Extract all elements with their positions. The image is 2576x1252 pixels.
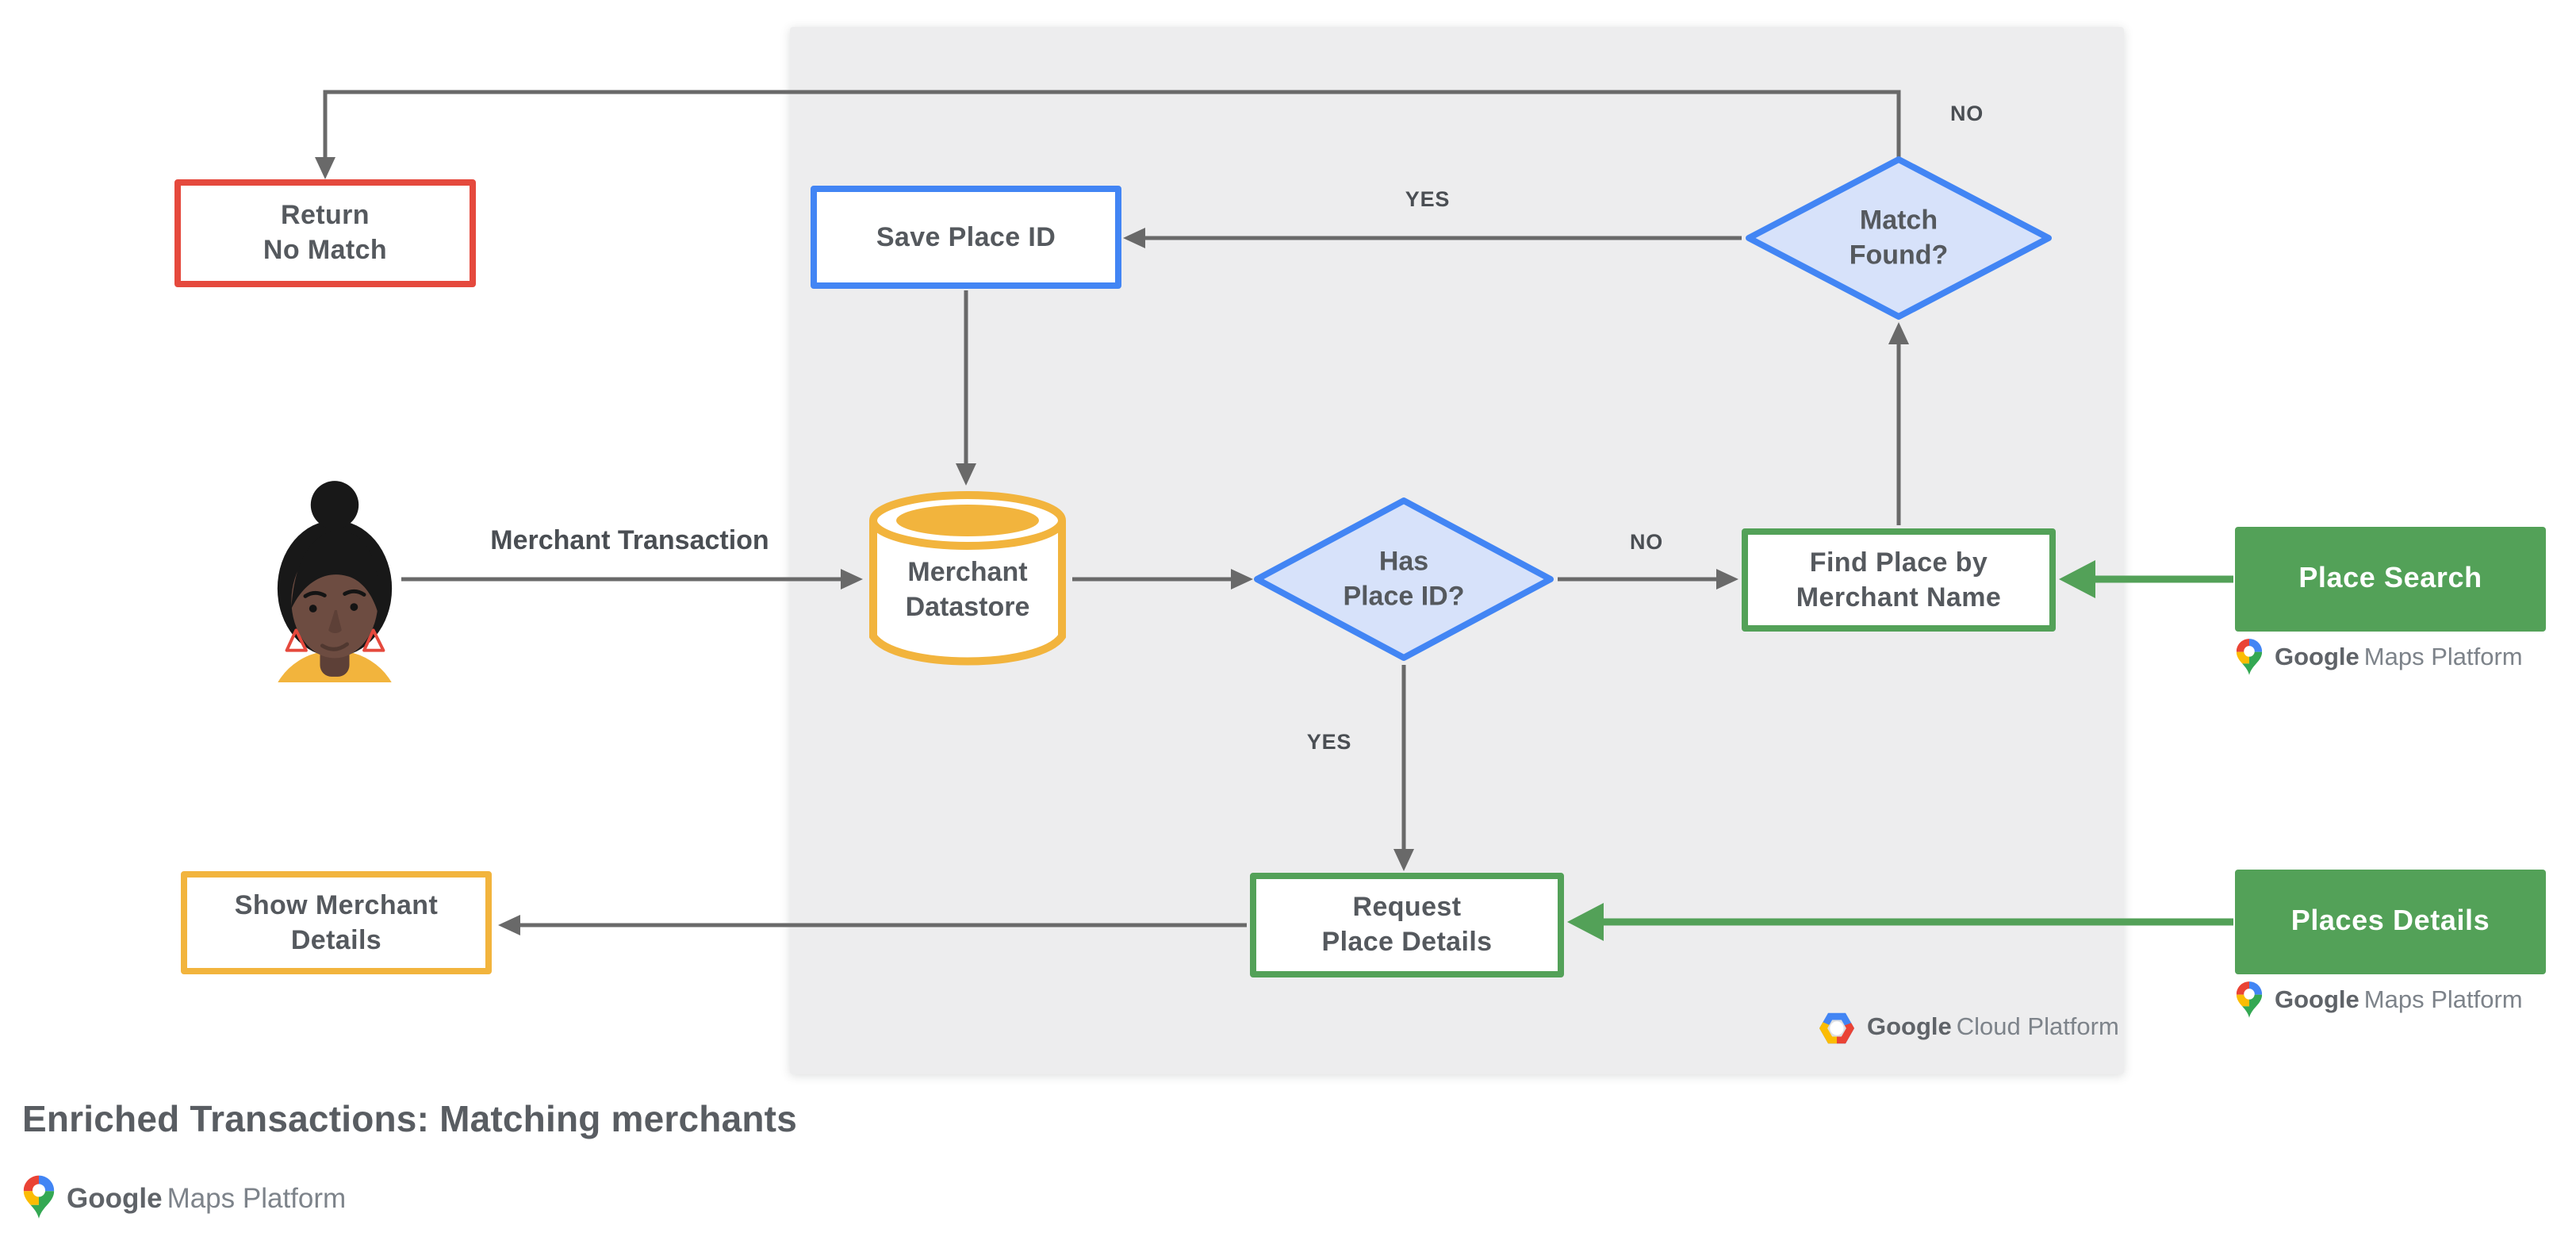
maps-platform-wordmark: Maps Platform xyxy=(2363,986,2523,1013)
api-place-search-label: Place Search xyxy=(2298,562,2482,594)
cloud-hexagon-icon xyxy=(1819,1012,1854,1044)
google-wordmark: Google xyxy=(2275,643,2359,670)
api-places-details-label: Places Details xyxy=(2290,904,2490,937)
node-merchant-datastore: Merchant Datastore xyxy=(866,486,1069,673)
node-return-no-match: Return No Match xyxy=(174,179,476,287)
node-show-merchant-details-label: Show Merchant Details xyxy=(234,889,439,955)
node-request-place-details: Request Place Details xyxy=(1250,873,1564,977)
edge-label-has-place-id-yes: YES xyxy=(1306,730,1352,754)
cloud-platform-wordmark: Cloud Platform xyxy=(1956,1014,2119,1041)
node-has-place-id: Has Place ID? xyxy=(1253,497,1554,662)
node-save-place-id-label: Save Place ID xyxy=(876,221,1056,252)
node-find-place-label: Find Place by Merchant Name xyxy=(1796,547,2002,613)
google-wordmark: Google xyxy=(67,1181,163,1213)
diamond-shape xyxy=(1254,497,1554,661)
edge-label-merchant-transaction: Merchant Transaction xyxy=(490,525,769,555)
google-wordmark: Google xyxy=(1867,1014,1952,1041)
maps-platform-wordmark: Maps Platform xyxy=(2363,643,2523,670)
maps-platform-wordmark: Maps Platform xyxy=(167,1181,347,1213)
node-match-found: Match Found? xyxy=(1745,156,2053,321)
google-wordmark: Google xyxy=(2275,986,2359,1013)
edge-label-match-found-yes: YES xyxy=(1405,187,1451,211)
node-save-place-id: Save Place ID xyxy=(811,186,1121,289)
edge-label-match-found-no: NO xyxy=(1949,102,1984,125)
diagram-title: Enriched Transactions: Matching merchant… xyxy=(22,1098,797,1139)
edge-label-has-place-id-no: NO xyxy=(1629,530,1664,554)
edge-match-found-no-to-return xyxy=(323,90,1901,159)
node-return-no-match-label: Return No Match xyxy=(263,200,388,266)
node-merchant-datastore-label: Merchant Datastore xyxy=(905,557,1030,622)
node-match-found-label: Match Found? xyxy=(1849,205,1949,271)
maps-pin-icon xyxy=(2236,981,2263,1018)
user-avatar xyxy=(277,481,393,682)
gray-arrowheads xyxy=(315,157,1909,935)
maps-pin-icon xyxy=(2236,639,2263,675)
api-place-search: Place Search xyxy=(2235,527,2546,632)
diamond-shape xyxy=(1746,156,2052,320)
node-show-merchant-details: Show Merchant Details xyxy=(181,871,492,974)
datastore-cylinder xyxy=(869,491,1066,666)
api-places-details: Places Details xyxy=(2235,870,2546,974)
node-request-place-details-label: Request Place Details xyxy=(1321,892,1493,958)
maps-pin-icon xyxy=(23,1175,55,1219)
node-has-place-id-label: Has Place ID? xyxy=(1343,546,1465,612)
green-arrowheads xyxy=(1567,560,2095,941)
node-find-place-by-merchant-name: Find Place by Merchant Name xyxy=(1742,528,2056,632)
